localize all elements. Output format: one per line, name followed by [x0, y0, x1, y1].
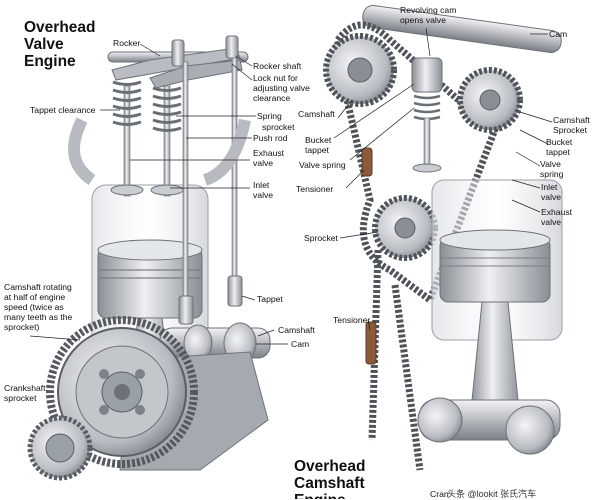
ohc-title: Overhead Camshaft Engine — [294, 458, 366, 499]
label-revolving-cam: Revolving cam opens valve — [400, 5, 456, 25]
label-tensioner-bottom: Tensioner — [333, 315, 371, 325]
push-rod — [182, 61, 189, 313]
tappet — [227, 275, 243, 307]
label-camshaft-sprocket-right: Camshaft Sprocket — [553, 115, 590, 135]
ohv-title-line-3: Engine — [24, 53, 76, 70]
label-ohv-cam: Cam — [291, 339, 310, 349]
ohv-engine-illustration — [27, 35, 271, 481]
label-tensioner-top: Tensioner — [296, 184, 334, 194]
label-spring: Spring — [257, 111, 282, 121]
tensioner-top — [361, 147, 373, 177]
label-ohv-exhaust-valve-line-1: Exhaust — [253, 148, 285, 158]
label-valve-spring-right: Valve spring — [540, 159, 563, 179]
label-ohc-inlet-valve-line-2: valve — [541, 192, 562, 202]
ohc-camshaft — [362, 4, 562, 54]
label-ohc-exhaust-valve-line-1: Exhaust — [541, 207, 573, 217]
watermark: 头条 @lookit 张氏汽车 — [447, 489, 537, 499]
label-ohv-inlet-valve: Inlet valve — [253, 180, 273, 200]
label-rocker: Rocker — [113, 38, 141, 48]
label-ohv-inlet-valve-line-1: Inlet — [253, 180, 270, 190]
label-bucket-tappet-right-line-1: Bucket — [546, 137, 573, 147]
bucket-tappet — [411, 57, 443, 93]
label-camshaft-sprocket-right-line-2: Sprocket — [553, 125, 587, 135]
label-ohv-inlet-valve-line-2: valve — [253, 190, 274, 200]
label-bucket-tappet-left-line-2: tappet — [305, 145, 329, 155]
ohc-title-line-3: Engine — [294, 492, 366, 499]
camshaft-gear-chain — [46, 316, 198, 468]
label-revolving-cam-line-1: Revolving cam — [400, 5, 457, 15]
exhaust-valve-stem — [123, 85, 131, 197]
label-revolving-cam-line-2: opens valve — [400, 15, 446, 25]
ohc-title-line-2: Camshaft — [294, 475, 365, 492]
label-ohc-exhaust-valve-line-2: valve — [541, 217, 562, 227]
label-valve-spring-right-line-1: Valve — [540, 159, 561, 169]
label-camshaft-rotating-line-4: many teeth as the — [4, 312, 73, 322]
ohc-title-line-1: Overhead — [294, 458, 366, 475]
label-ohc-inlet-valve: Inlet valve — [541, 182, 561, 202]
label-valve-spring-left: Valve spring — [299, 160, 346, 170]
label-camshaft-rotating-line-5: sprocket) — [4, 322, 40, 332]
label-valve-spring-right-line-2: spring — [540, 169, 564, 179]
label-crankshaft-sprocket-line-1: Crankshaft — [4, 383, 46, 393]
label-camshaft-sprocket-left-line-1: Camshaft — [298, 109, 335, 119]
label-lock-nut-line-3: clearance — [253, 93, 291, 103]
label-bucket-tappet-right: Bucket tappet — [546, 137, 572, 157]
label-camshaft-sprocket-left: Camshaft — [298, 109, 335, 119]
label-camshaft-rotating: Camshaft rotating at half of engine spee… — [4, 282, 72, 332]
label-sprocket: Sprocket — [304, 233, 338, 243]
label-push-rod: Push rod — [253, 133, 288, 143]
label-camshaft-rotating-line-3: speed (twice as — [4, 302, 64, 312]
label-ohc-cam: Cam — [549, 29, 568, 39]
valve-springs — [112, 80, 182, 132]
label-ohv-camshaft: Camshaft — [278, 325, 315, 335]
label-camshaft-rotating-line-2: at half of engine — [4, 292, 66, 302]
label-lock-nut-line-1: Lock nut for — [253, 73, 298, 83]
label-crankshaft-partial: Cran — [430, 489, 449, 499]
tensioner-bottom — [365, 321, 377, 365]
ohv-leader-lines — [29, 43, 288, 345]
label-tappet: Tappet — [257, 294, 283, 304]
label-ohv-exhaust-valve: Exhaust valve — [253, 148, 284, 168]
label-camshaft-rotating-line-1: Camshaft rotating — [4, 282, 72, 292]
label-lock-nut-line-2: adjusting valve — [253, 83, 310, 93]
ohv-title-line-1: Overhead — [24, 19, 96, 36]
label-ohc-exhaust-valve: Exhaust valve — [541, 207, 572, 227]
ohc-engine-illustration — [323, 4, 563, 471]
label-lock-nut: Lock nut for adjusting valve clearance — [253, 73, 310, 103]
label-crankshaft-sprocket-line-2: sprocket — [4, 393, 37, 403]
label-bucket-tappet-right-line-2: tappet — [546, 147, 570, 157]
inlet-valve-stem — [163, 85, 171, 197]
label-ohc-inlet-valve-line-1: Inlet — [541, 182, 558, 192]
label-ohv-exhaust-valve-line-2: valve — [253, 158, 274, 168]
timing-chain — [334, 21, 514, 306]
label-tappet-clearance: Tappet clearance — [30, 105, 96, 115]
label-rocker-shaft: Rocker shaft — [253, 61, 302, 71]
ohc-leader-lines — [333, 27, 553, 331]
label-bucket-tappet-left-line-1: Bucket — [305, 135, 332, 145]
label-camshaft-sprocket-right-line-1: Camshaft — [553, 115, 590, 125]
label-camshaft-sprocket-left-2: sprocket — [262, 122, 295, 132]
ohv-title-line-2: Valve — [24, 36, 64, 53]
ohv-title: Overhead Valve Engine — [24, 19, 96, 70]
label-crankshaft-sprocket: Crankshaft sprocket — [4, 383, 46, 403]
label-bucket-tappet-left: Bucket tappet — [305, 135, 331, 155]
